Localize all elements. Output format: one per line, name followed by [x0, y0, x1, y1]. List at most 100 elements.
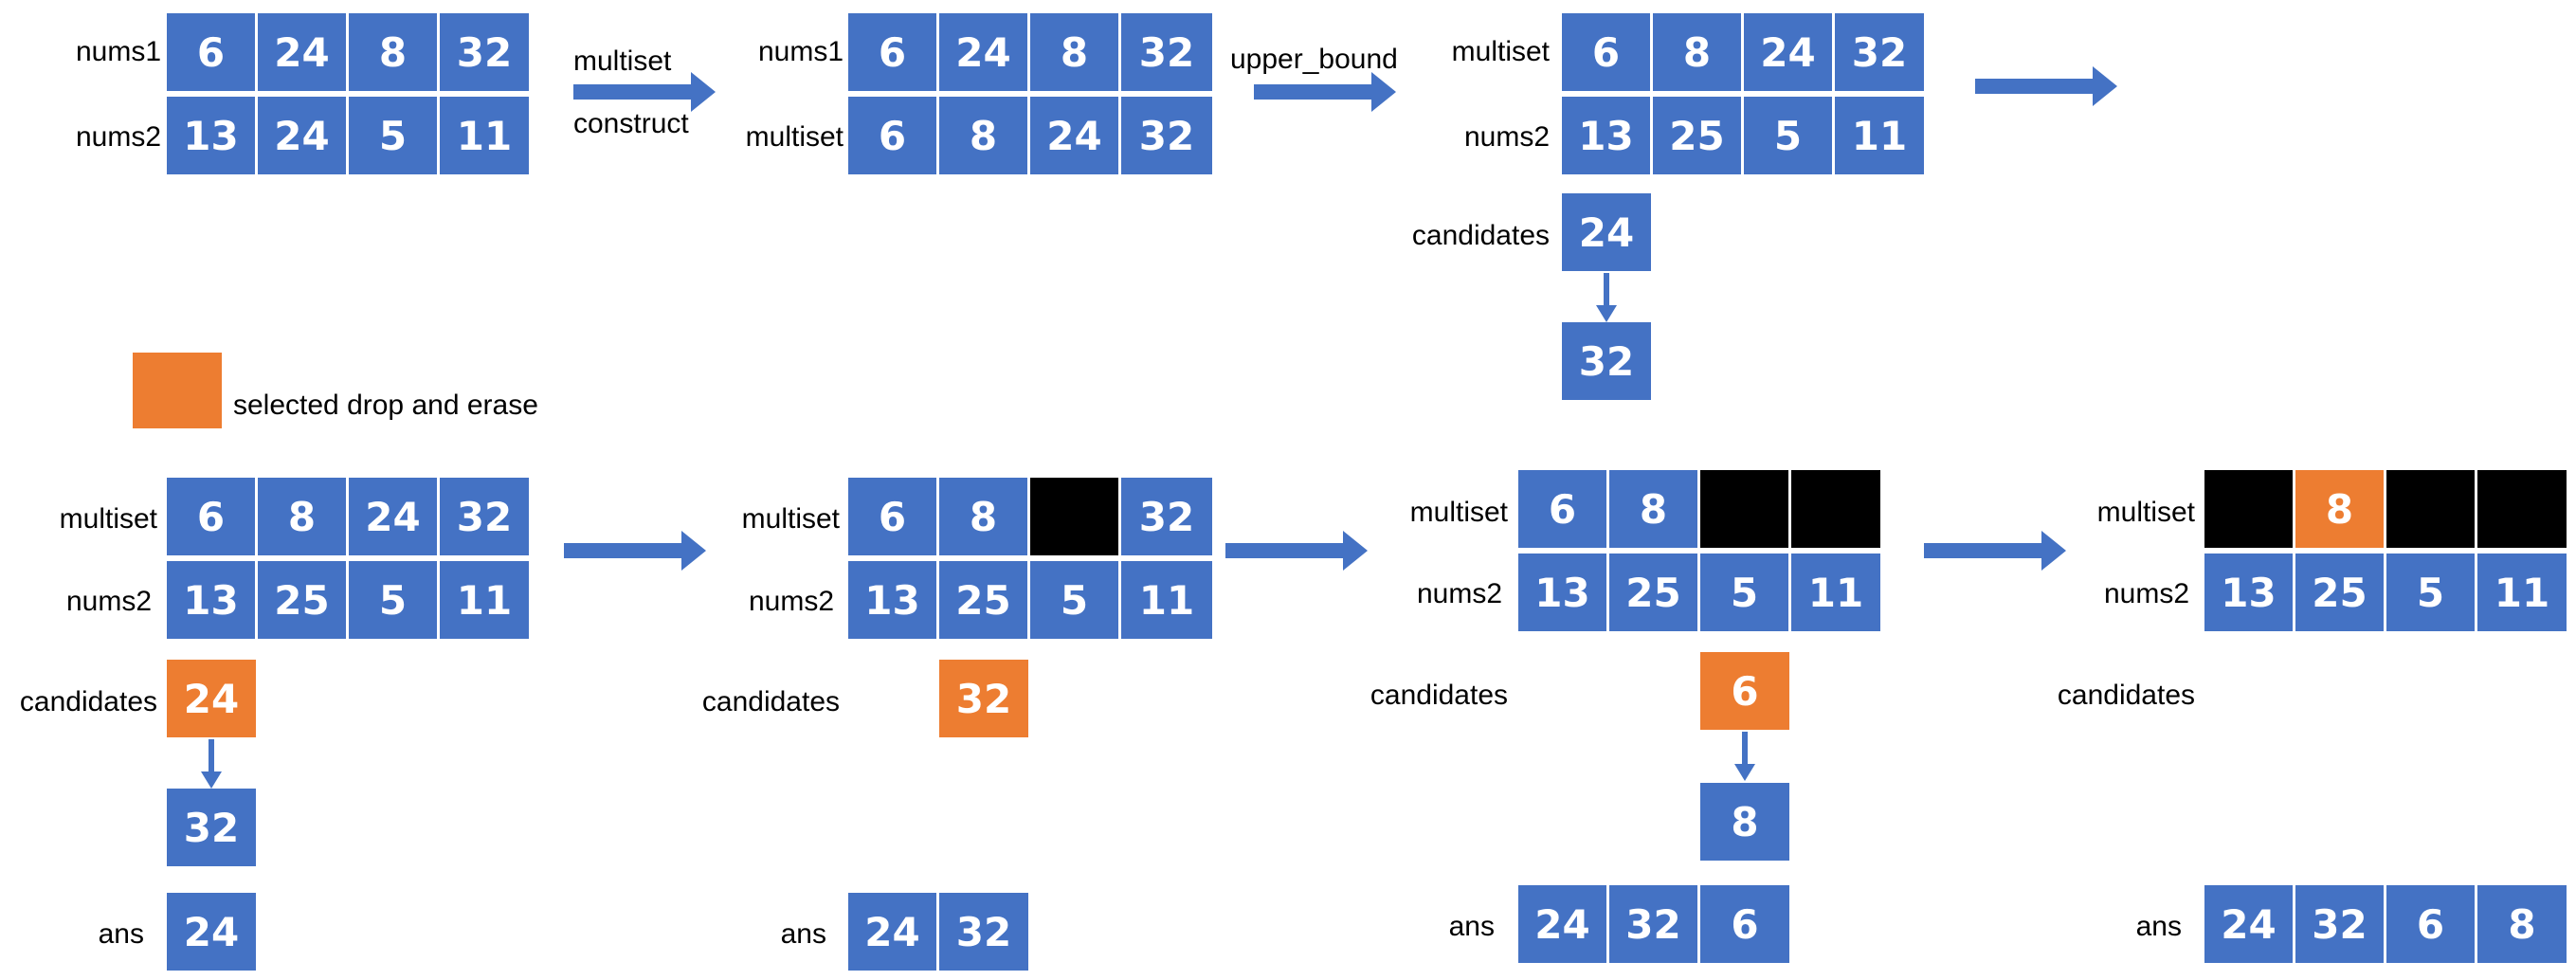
cell: 11: [440, 97, 529, 174]
candidate-cell-selected: 32: [939, 660, 1028, 737]
cell: 25: [1609, 554, 1700, 631]
label-ans: ans: [98, 918, 144, 950]
erased-cell: [2477, 470, 2567, 548]
label-nums1: nums1: [757, 36, 844, 67]
right-arrow-icon: [1225, 531, 1368, 571]
label-nums2: nums2: [748, 586, 834, 617]
erased-cell: [2204, 470, 2295, 548]
cell: 13: [167, 561, 258, 639]
cell: 32: [440, 13, 529, 91]
cell: 8: [1030, 13, 1121, 91]
cell: 11: [1835, 97, 1924, 174]
cell: 25: [2295, 554, 2386, 631]
cell: 25: [1653, 97, 1744, 174]
cell: 6: [848, 13, 939, 91]
candidate-cell-selected: 24: [167, 660, 256, 737]
right-arrow-icon: [1924, 531, 2066, 571]
ans-cell: 32: [939, 893, 1028, 971]
erased-cell: [2386, 470, 2477, 548]
cell: 25: [258, 561, 349, 639]
down-arrow-icon: [201, 739, 222, 789]
ans-cell: 32: [1609, 885, 1700, 963]
cell: 8: [1653, 13, 1744, 91]
cell: 8: [349, 13, 440, 91]
right-arrow-icon: [1254, 72, 1396, 112]
cell: 13: [848, 561, 939, 639]
cell: 5: [1744, 97, 1835, 174]
cell: 24: [258, 13, 349, 91]
candidate-cell: 32: [167, 789, 256, 866]
ans-cell: 8: [2477, 885, 2567, 963]
cell: 11: [1791, 554, 1880, 631]
cell: 25: [939, 561, 1030, 639]
right-arrow-icon: [564, 531, 706, 571]
label-multiset: multiset: [741, 503, 840, 535]
ans-cell: 24: [2204, 885, 2295, 963]
right-arrow-icon: [1975, 66, 2117, 106]
label-ans: ans: [2135, 911, 2182, 942]
label-multiset: multiset: [745, 121, 844, 153]
label-candidates: candidates: [1370, 680, 1508, 711]
ans-cell: 24: [848, 893, 939, 971]
label-nums2: nums2: [1463, 121, 1550, 153]
ans-cell: 24: [167, 893, 256, 971]
cell: 32: [1121, 13, 1212, 91]
label-candidates: candidates: [19, 686, 157, 717]
cell: 24: [258, 97, 349, 174]
transition-label-construct: construct: [573, 108, 689, 139]
cell: 5: [1700, 554, 1791, 631]
label-candidates: candidates: [2057, 680, 2195, 711]
cell: 6: [1518, 470, 1609, 548]
label-nums1: nums1: [75, 36, 161, 67]
cell: 8: [1609, 470, 1700, 548]
cell: 32: [1121, 478, 1212, 555]
erased-cell: [1030, 478, 1121, 555]
cell: 24: [939, 13, 1030, 91]
label-multiset: multiset: [59, 503, 157, 535]
cell: 32: [440, 478, 529, 555]
cell: 6: [167, 478, 258, 555]
cell: 13: [1518, 554, 1609, 631]
cell: 24: [349, 478, 440, 555]
cell: 5: [349, 97, 440, 174]
ans-cell: 24: [1518, 885, 1609, 963]
ans-cell: 6: [1700, 885, 1789, 963]
label-candidates: candidates: [701, 686, 840, 717]
cell: 5: [2386, 554, 2477, 631]
cell: 11: [440, 561, 529, 639]
down-arrow-icon: [1734, 732, 1755, 781]
cell: 24: [1030, 97, 1121, 174]
label-ans: ans: [1448, 911, 1495, 942]
down-arrow-icon: [1596, 273, 1617, 322]
label-candidates: candidates: [1411, 220, 1550, 251]
label-nums2: nums2: [2103, 578, 2189, 609]
cell: 24: [1744, 13, 1835, 91]
candidate-cell-selected: 6: [1700, 652, 1789, 730]
cell: 13: [1562, 97, 1653, 174]
cell: 11: [2477, 554, 2567, 631]
transition-label-upper-bound: upper_bound: [1230, 44, 1398, 75]
cell: 13: [2204, 554, 2295, 631]
cell: 13: [167, 97, 258, 174]
label-nums2: nums2: [75, 121, 161, 153]
cell: 8: [258, 478, 349, 555]
cell: 5: [349, 561, 440, 639]
legend-swatch: [133, 353, 222, 428]
cell: 5: [1030, 561, 1121, 639]
cell: 32: [1121, 97, 1212, 174]
cell: 11: [1121, 561, 1212, 639]
cell: 6: [848, 97, 939, 174]
ans-cell: 32: [2295, 885, 2386, 963]
erased-cell: [1791, 470, 1880, 548]
right-arrow-icon: [573, 72, 716, 112]
label-multiset: multiset: [2096, 497, 2195, 528]
selected-cell: 8: [2295, 470, 2386, 548]
label-ans: ans: [780, 918, 826, 950]
cell: 6: [1562, 13, 1653, 91]
label-nums2: nums2: [65, 586, 152, 617]
cell: 8: [939, 478, 1030, 555]
erased-cell: [1700, 470, 1791, 548]
cell: 8: [939, 97, 1030, 174]
ans-cell: 6: [2386, 885, 2477, 963]
transition-label-multiset: multiset: [573, 45, 672, 77]
